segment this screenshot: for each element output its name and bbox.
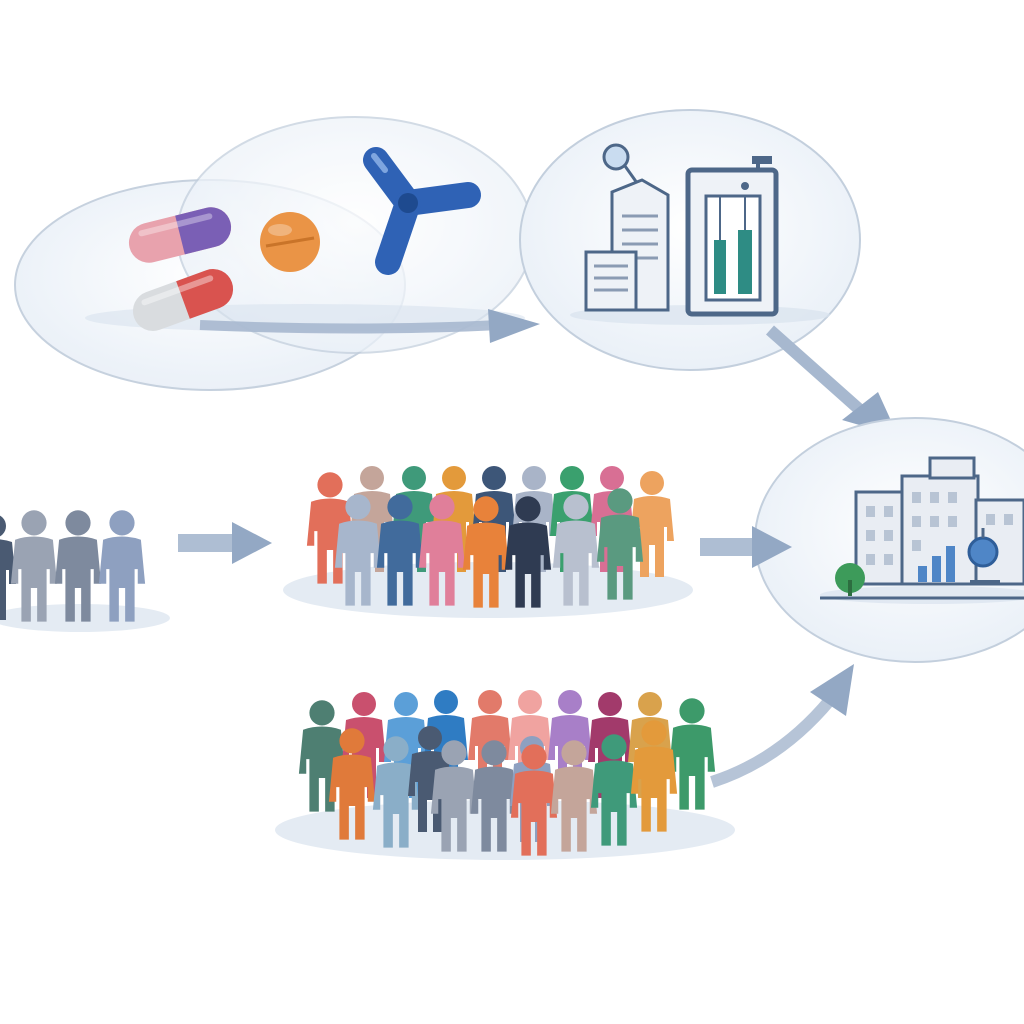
tablet-icon bbox=[260, 212, 320, 272]
lab-equipment-icon bbox=[685, 156, 779, 317]
capsule-icon bbox=[128, 207, 232, 263]
hospital-building-icon bbox=[854, 456, 1024, 586]
person-icon bbox=[504, 496, 552, 608]
person-icon bbox=[510, 744, 558, 856]
person-icon bbox=[552, 494, 600, 606]
person-icon bbox=[418, 494, 466, 606]
person-icon bbox=[630, 720, 678, 832]
person-icon bbox=[54, 510, 102, 622]
capsule-icon bbox=[132, 269, 234, 331]
person-icon bbox=[550, 740, 598, 852]
bar-chart-icon bbox=[918, 546, 955, 582]
person-icon bbox=[0, 515, 16, 620]
arrow-head bbox=[810, 664, 854, 716]
document-icon bbox=[584, 178, 670, 312]
arrow-head bbox=[488, 309, 540, 343]
hospital-bubble bbox=[754, 417, 1024, 663]
location-pin-icon bbox=[967, 528, 1000, 584]
person-icon bbox=[334, 494, 382, 606]
laboratory-bubble bbox=[519, 109, 861, 371]
flow-arrow bbox=[178, 522, 272, 564]
person-icon bbox=[470, 740, 518, 852]
flow-arrow bbox=[766, 325, 864, 415]
tree-icon bbox=[835, 563, 865, 596]
person-icon bbox=[98, 510, 146, 622]
person-icon bbox=[590, 734, 638, 846]
person-icon bbox=[462, 496, 510, 608]
person-icon bbox=[10, 510, 58, 622]
person-icon bbox=[372, 736, 420, 848]
flow-arrow bbox=[199, 320, 501, 334]
antibody-icon bbox=[363, 147, 481, 275]
person-icon bbox=[596, 488, 644, 600]
person-icon bbox=[376, 494, 424, 606]
medium-group bbox=[306, 466, 674, 608]
person-icon bbox=[298, 700, 346, 812]
medicines-bubble bbox=[14, 116, 534, 391]
person-icon bbox=[430, 740, 478, 852]
flow-arrow bbox=[700, 526, 792, 568]
person-icon bbox=[668, 698, 716, 810]
small-group bbox=[0, 510, 146, 622]
flow-arrow bbox=[710, 696, 835, 788]
person-icon bbox=[328, 728, 376, 840]
large-group bbox=[298, 690, 716, 856]
